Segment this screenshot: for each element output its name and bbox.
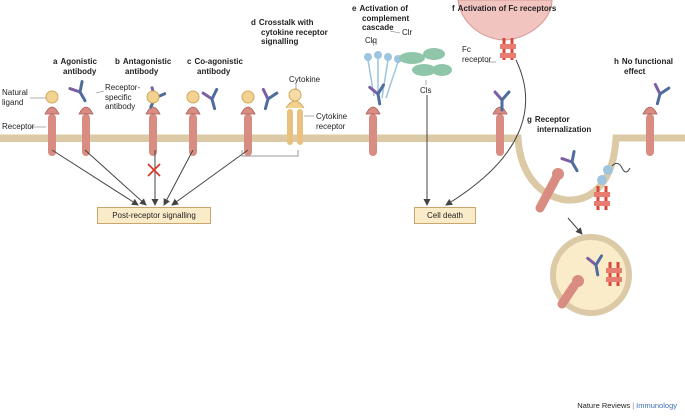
post-receptor-signalling-box: Post-receptor signalling bbox=[97, 207, 211, 224]
clr-label: Clr bbox=[402, 28, 413, 37]
receptor-label: Receptor bbox=[2, 122, 35, 131]
receptor bbox=[44, 106, 60, 156]
receptor bbox=[145, 106, 161, 156]
complement-complex-shape bbox=[364, 48, 452, 99]
fc-receptor-shape bbox=[500, 38, 516, 60]
endosome-contents bbox=[557, 262, 622, 309]
antibody bbox=[68, 80, 87, 103]
receptor bbox=[185, 106, 201, 156]
antibody bbox=[201, 87, 219, 111]
antibody bbox=[653, 82, 671, 106]
receptor-group bbox=[44, 106, 658, 156]
receptor bbox=[78, 106, 94, 156]
cytokine-label: Cytokine bbox=[289, 75, 321, 84]
antibody bbox=[560, 150, 579, 173]
cytokine-shape bbox=[288, 88, 302, 102]
receptor bbox=[240, 106, 256, 156]
signal-arrows bbox=[51, 59, 583, 235]
label-leaders bbox=[30, 30, 496, 128]
journal-credit: Nature Reviews|Immunology bbox=[577, 401, 677, 410]
antibody bbox=[586, 254, 604, 277]
antibody bbox=[368, 83, 386, 106]
plasma-membrane bbox=[0, 134, 685, 204]
clq-label: Clq bbox=[365, 36, 378, 45]
internalizing-complex bbox=[535, 162, 631, 213]
receptor bbox=[365, 106, 381, 156]
cell-death-box: Cell death bbox=[414, 207, 476, 224]
cytokine-receptor-shape bbox=[285, 100, 305, 145]
cls-label: Cls bbox=[420, 86, 432, 95]
antibody bbox=[261, 87, 279, 111]
receptor bbox=[642, 106, 658, 156]
block-x-icon bbox=[147, 163, 161, 177]
natural-ligands bbox=[45, 90, 255, 104]
antibody bbox=[493, 90, 511, 112]
